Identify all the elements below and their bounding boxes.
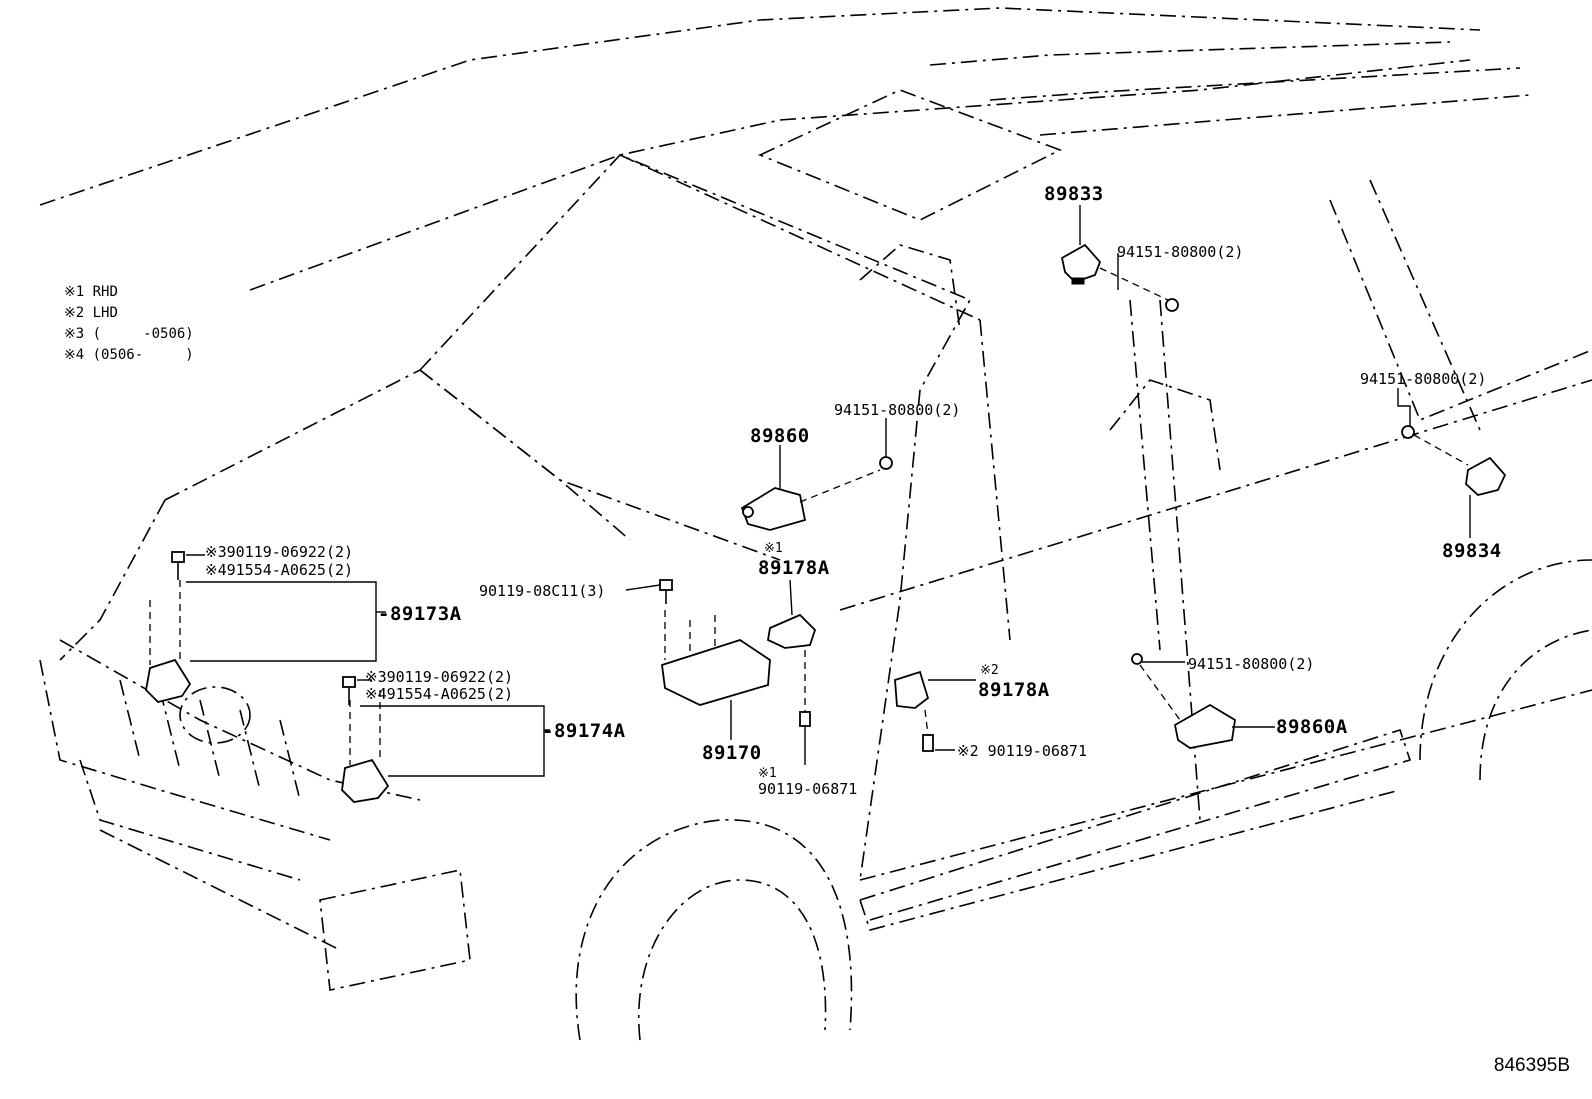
label-89834: 89834	[1442, 540, 1502, 562]
label-89860A: 89860A	[1276, 716, 1348, 738]
sensor-89178A-lhd-shape	[894, 670, 934, 752]
label-90119-08C11: 90119-08C11(3)	[479, 582, 606, 600]
label-89833: 89833	[1044, 183, 1104, 205]
airbag-ecu-89170-shape	[659, 579, 771, 706]
sensor-89860A-shape	[879, 456, 1236, 749]
legend-item-lhd: ※2 LHD	[64, 305, 118, 321]
label-94151-mid: 94151-80800(2)	[834, 401, 961, 419]
label-front-upper-bolt-1: ※390119-06922(2)	[205, 543, 354, 561]
label-89170: 89170	[702, 742, 762, 764]
label-89173A: -89173A	[378, 603, 462, 625]
label-89178A-lhd: 89178A	[978, 679, 1050, 701]
sensor-89178A-rhd-shape	[767, 613, 817, 727]
mark-rhd-89178A: ※1	[764, 541, 783, 556]
bolt-front-upper-shape	[171, 551, 185, 580]
label-94151-top: 94151-80800(2)	[1117, 243, 1244, 261]
label-89860: 89860	[750, 425, 810, 447]
leader-lines	[186, 205, 1471, 777]
label-89174A: -89174A	[542, 720, 626, 742]
front-sensor-89174A-shape	[341, 690, 390, 803]
catalog-number: 846395B	[1493, 1055, 1570, 1076]
sensor-89860-shape	[740, 487, 807, 531]
label-94151-right: 94151-80800(2)	[1360, 370, 1487, 388]
mark-lhd-89178A: ※2	[980, 663, 999, 678]
vehicle-body-outline	[39, 7, 1592, 1041]
legend-item-from-0506: ※4 (0506- )	[64, 347, 194, 363]
label-front-lower-bolt-2: ※491554-A0625(2)	[365, 685, 514, 703]
legend-item-rhd: ※1 RHD	[64, 284, 118, 300]
bolt-front-lower-shape	[342, 676, 356, 705]
label-front-upper-bolt-2: ※491554-A0625(2)	[205, 561, 354, 579]
mark-rhd-90119-06871: ※1	[758, 766, 777, 781]
label-94151-floor: 94151-80800(2)	[1188, 655, 1315, 673]
label-90119-06871-lhd: ※2 90119-06871	[957, 742, 1087, 760]
label-90119-06871-rhd: 90119-06871	[758, 780, 858, 798]
front-sensor-89173A-shape	[145, 580, 192, 703]
label-89178A-rhd: 89178A	[758, 557, 830, 579]
legend-item-until-0506: ※3 ( -0506)	[64, 326, 194, 342]
label-front-lower-bolt-1: ※390119-06922(2)	[365, 668, 514, 686]
legend: ※1 RHD ※2 LHD ※3 ( -0506) ※4 (0506- )	[64, 282, 194, 366]
sensor-89834-shape	[1401, 425, 1507, 496]
sensor-89833-shape	[1060, 243, 1179, 312]
